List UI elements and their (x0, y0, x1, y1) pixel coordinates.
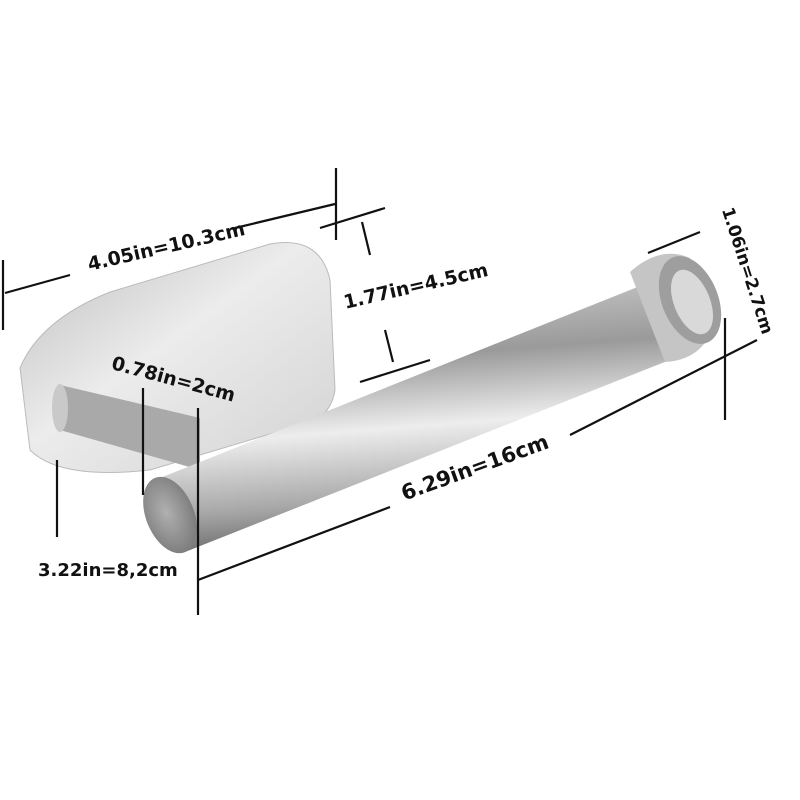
support-arm (60, 385, 200, 470)
dimension-lines (1, 168, 758, 615)
plate-height-label: 3.22in=8,2cm (38, 560, 178, 581)
rod-end-face (143, 476, 197, 554)
rod (160, 278, 690, 552)
